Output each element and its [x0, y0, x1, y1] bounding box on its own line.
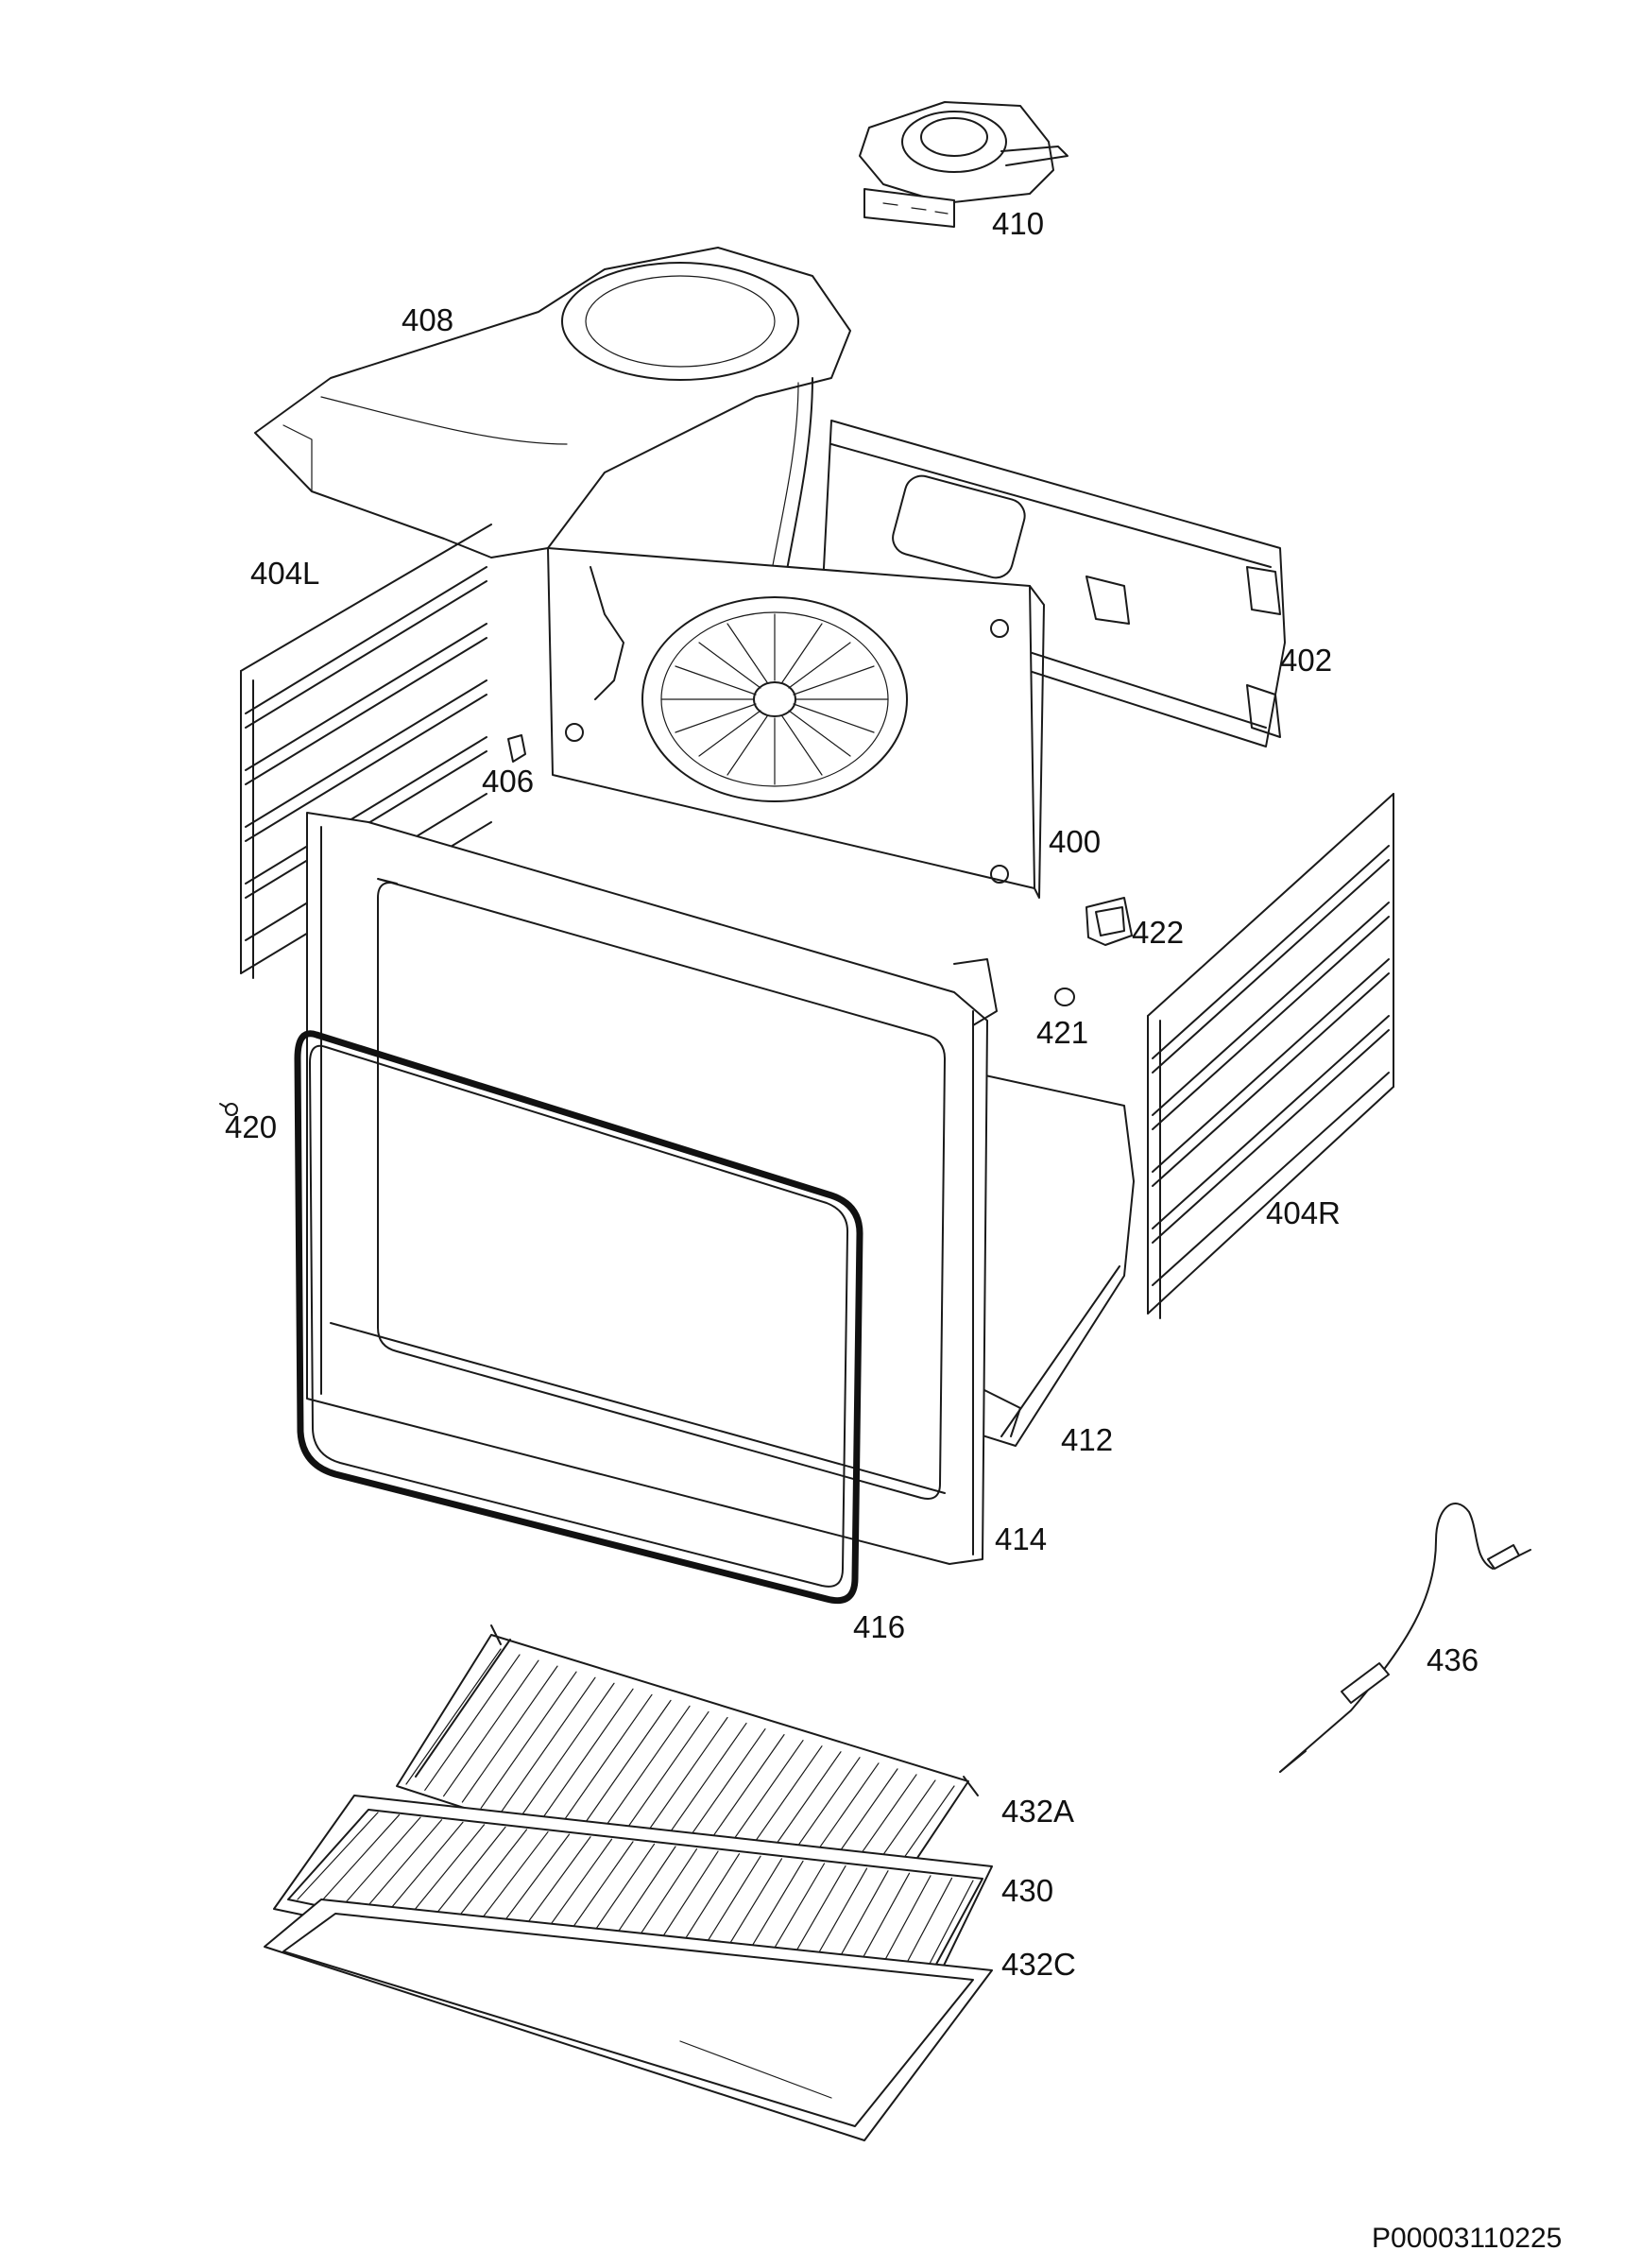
- rack-bar: [573, 1699, 672, 1839]
- part-404R-right-shelf-support: [1147, 793, 1394, 1319]
- diagram-reference-number: P00003110225: [1372, 2223, 1562, 2254]
- part-421-bush: [1054, 988, 1075, 1006]
- label-416: 416: [853, 1609, 905, 1644]
- rack-bar: [405, 1648, 502, 1785]
- rack-bar: [424, 1654, 521, 1791]
- label-420: 420: [225, 1109, 277, 1144]
- rack-bar: [518, 1682, 615, 1821]
- part-436-meat-probe: [1279, 1503, 1531, 1773]
- rack-bar: [555, 1693, 653, 1833]
- label-402: 402: [1280, 643, 1332, 678]
- rack-bar: [403, 1824, 486, 1923]
- rack-bar: [442, 1659, 539, 1797]
- rack-bar: [361, 1819, 443, 1914]
- label-410: 410: [992, 206, 1044, 241]
- part-414-door-frame: [306, 812, 998, 1565]
- part-408-fan-cover: [254, 247, 851, 606]
- rack-bar: [480, 1671, 577, 1809]
- rack-bar: [339, 1816, 421, 1910]
- rack-bar: [425, 1826, 506, 1928]
- rack-bar: [499, 1676, 596, 1815]
- label-422: 422: [1132, 915, 1184, 950]
- label-436: 436: [1427, 1642, 1479, 1677]
- label-414: 414: [995, 1521, 1047, 1556]
- rack-bar: [383, 1821, 464, 1918]
- part-420-screw: [219, 1103, 238, 1116]
- part-432C-baking-tray: [264, 1899, 993, 2141]
- part-422-connector: [1085, 897, 1133, 946]
- label-430: 430: [1001, 1873, 1053, 1908]
- part-400-back-panel: [547, 547, 1045, 899]
- part-406-clip: [507, 734, 526, 763]
- part-416-door-gasket: [294, 1030, 863, 1605]
- label-432C: 432C: [1001, 1947, 1076, 1982]
- label-406: 406: [482, 764, 534, 799]
- part-410-fan-motor: [859, 101, 1068, 228]
- label-421: 421: [1036, 1015, 1088, 1050]
- label-412: 412: [1061, 1422, 1113, 1457]
- rack-bar: [297, 1812, 379, 1900]
- rack-bar: [536, 1688, 634, 1827]
- label-400: 400: [1049, 824, 1101, 859]
- label-432A: 432A: [1001, 1794, 1074, 1829]
- label-404L: 404L: [250, 556, 319, 591]
- label-404R: 404R: [1266, 1195, 1341, 1230]
- part-404L-left-shelf-support: [240, 524, 492, 979]
- label-408: 408: [402, 302, 453, 337]
- rack-bar: [461, 1665, 558, 1803]
- rack-bar: [592, 1705, 691, 1845]
- rack-bar: [318, 1813, 401, 1905]
